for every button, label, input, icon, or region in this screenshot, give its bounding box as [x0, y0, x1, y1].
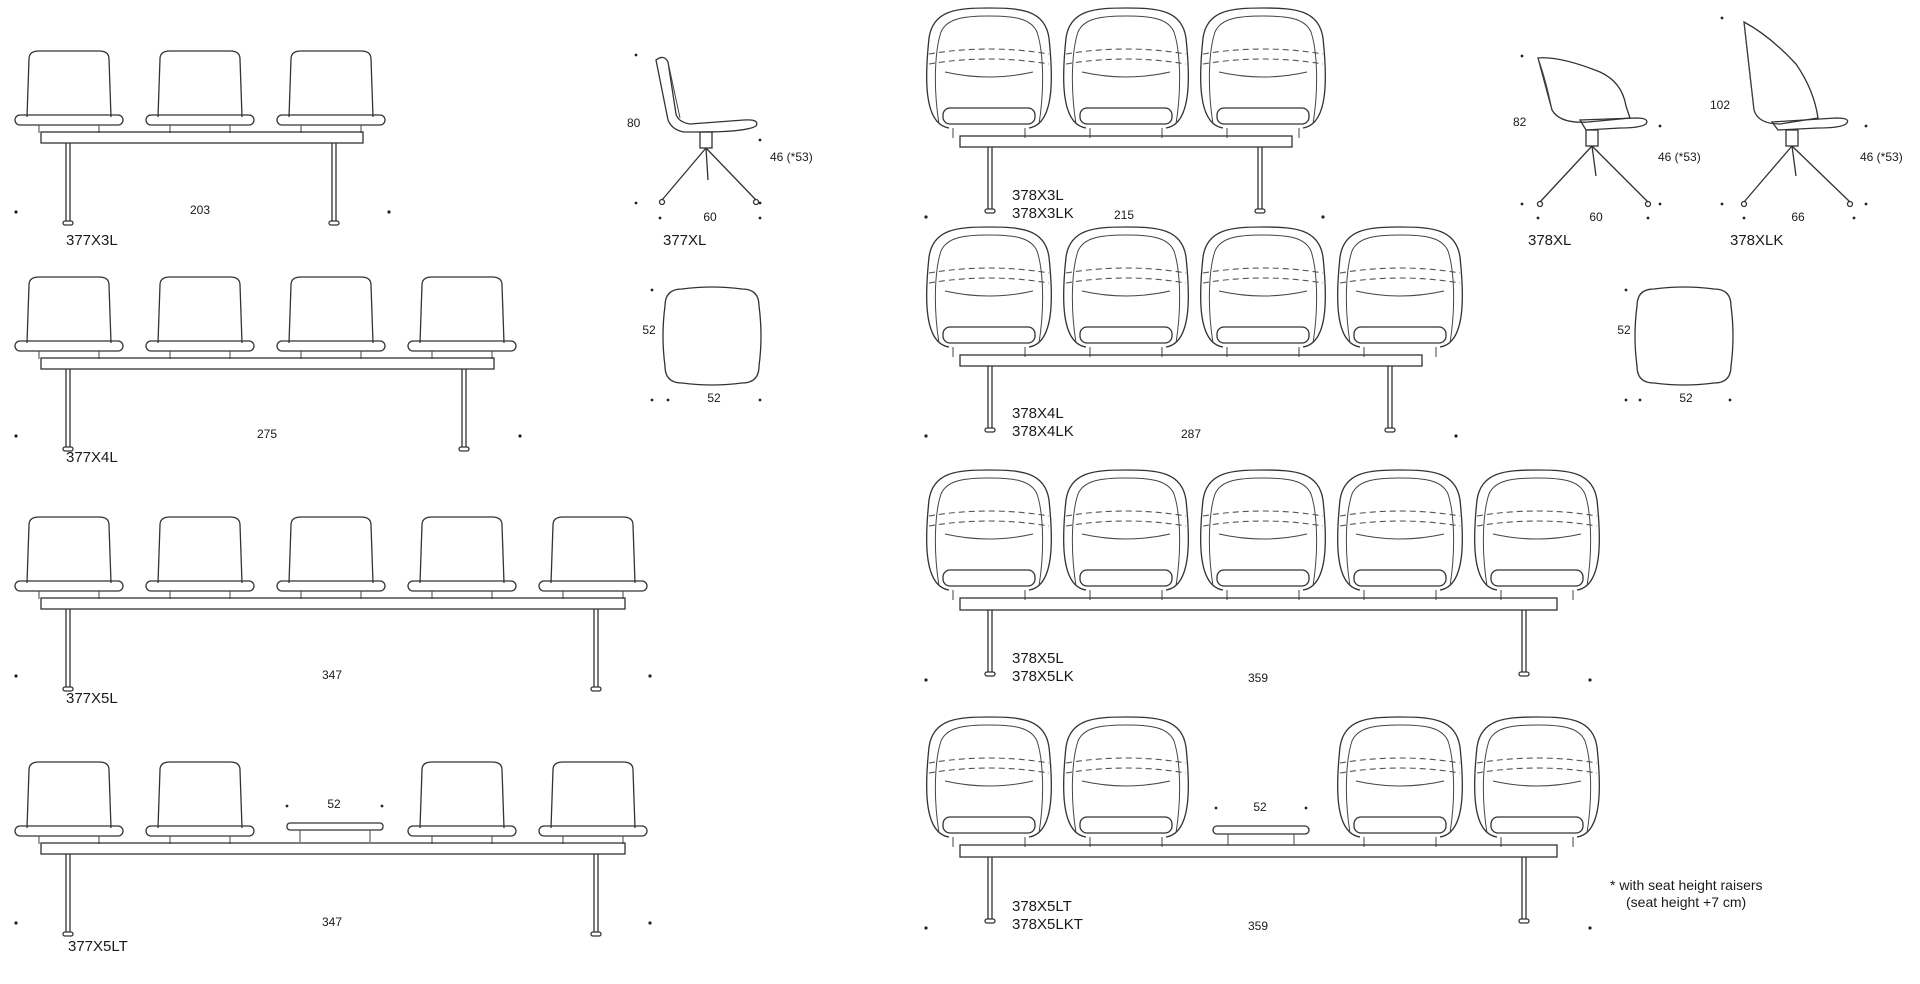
chair-377xl-height: 80 — [627, 116, 641, 130]
bench-378x5l-drawing — [924, 469, 1601, 682]
chair-378xl-height: 82 — [1513, 115, 1527, 129]
seat-top-378-drawing — [1624, 286, 1734, 402]
bench-377x5l-code: 377X5L — [66, 690, 118, 707]
bench-377x4l-width: 275 — [257, 427, 277, 441]
chair-378xlk-depth: 66 — [1791, 210, 1805, 224]
bench-378x4l-width: 287 — [1181, 427, 1201, 441]
footnote-line-1: * with seat height raisers — [1610, 877, 1763, 893]
chair-378xlk-height: 102 — [1710, 98, 1730, 112]
seat-top-377-drawing — [650, 286, 762, 402]
seat-top-378-depth: 52 — [1617, 323, 1631, 337]
bench-378x3l-code: 378X3L — [1012, 187, 1064, 204]
chair-378xlk-seat-height: 46 (*53) — [1860, 150, 1903, 164]
chair-378xl-side-drawing — [1520, 54, 1662, 220]
bench-377x5lt-code: 377X5LT — [68, 938, 128, 955]
bench-378x4l-drawing — [924, 226, 1464, 438]
chair-377xl-seat-height: 46 (*53) — [770, 150, 813, 164]
bench-377x3l-drawing — [14, 50, 391, 226]
bench-377x4l-drawing — [14, 276, 522, 452]
chair-378xl-seat-height: 46 (*53) — [1658, 150, 1701, 164]
bench-377x5lt-width: 347 — [322, 915, 342, 929]
seat-top-377-depth: 52 — [642, 323, 656, 337]
footnote-line-2: (seat height +7 cm) — [1626, 894, 1746, 910]
chair-378xl-code: 378XL — [1528, 232, 1571, 249]
chair-378xlk-side-drawing — [1720, 16, 1868, 220]
bench-378x5lt-code: 378X5LT — [1012, 898, 1072, 915]
bench-377x4l-code: 377X4L — [66, 449, 118, 466]
bench-378x5lk-code: 378X5LK — [1012, 668, 1074, 685]
bench-378x5l-code: 378X5L — [1012, 650, 1064, 667]
bench-377x5l-drawing — [14, 516, 652, 692]
bench-378x5lt-drawing — [924, 716, 1601, 930]
chair-377xl-side-drawing — [634, 53, 762, 220]
bench-377x5l-width: 347 — [322, 668, 342, 682]
bench-378x5lt-width: 359 — [1248, 919, 1268, 933]
bench-378x4l-code: 378X4L — [1012, 405, 1064, 422]
bench-378x5l-width: 359 — [1248, 671, 1268, 685]
chair-378xlk-code: 378XLK — [1730, 232, 1783, 249]
chair-377xl-depth: 60 — [703, 210, 717, 224]
bench-378x5lkt-code: 378X5LKT — [1012, 916, 1083, 933]
chair-377xl-code: 377XL — [663, 232, 706, 249]
bench-377x3l-width: 203 — [190, 203, 210, 217]
bench-377x5lt-drawing — [14, 761, 652, 937]
chair-378xl-depth: 60 — [1589, 210, 1603, 224]
bench-377x3l-code: 377X3L — [66, 232, 118, 249]
seat-top-377-width: 52 — [707, 391, 721, 405]
bench-378x5lt-table-width: 52 — [1253, 800, 1267, 814]
bench-378x4lk-code: 378X4LK — [1012, 423, 1074, 440]
seat-top-378-width: 52 — [1679, 391, 1693, 405]
bench-378x3l-drawing — [924, 7, 1327, 219]
bench-378x3l-width: 215 — [1114, 208, 1134, 222]
bench-378x3lk-code: 378X3LK — [1012, 205, 1074, 222]
bench-377x5lt-table-width: 52 — [327, 797, 341, 811]
